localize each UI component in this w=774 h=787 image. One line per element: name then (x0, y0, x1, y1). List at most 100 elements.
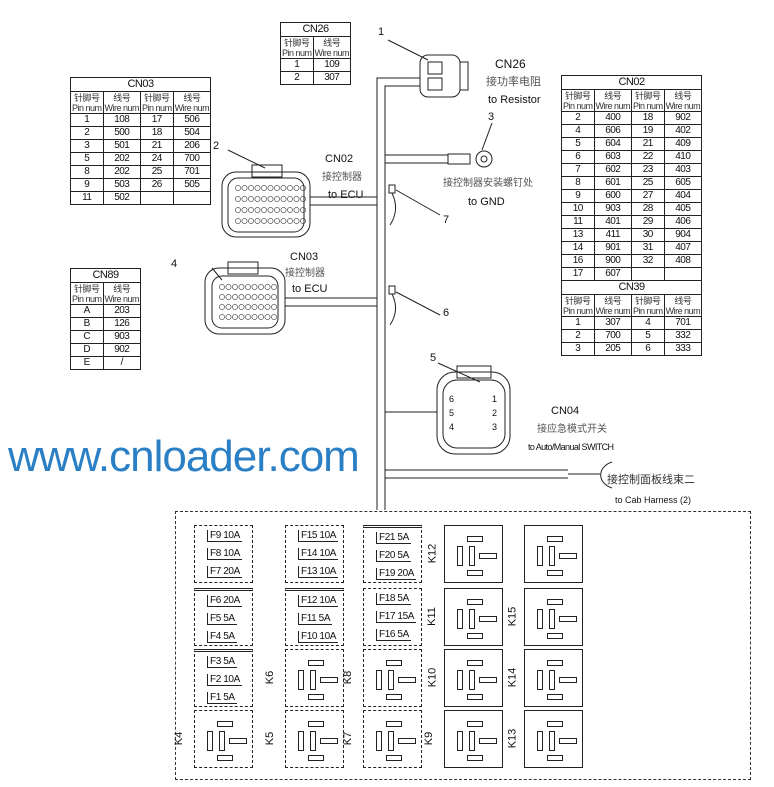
table-cell: 1 (70, 113, 104, 127)
fuse-label[interactable]: F17 15A (376, 611, 417, 623)
relay-pin (479, 616, 497, 622)
relay-pin (479, 677, 497, 683)
fuse-group: F15 10A F14 10A F13 10A (285, 525, 344, 583)
table-cell: 109 (312, 58, 352, 72)
gnd-label-en: to GND (468, 196, 505, 208)
relay-pin (547, 660, 563, 666)
fuse-label[interactable]: F6 20A (207, 595, 242, 607)
relay-socket-k4[interactable] (194, 710, 253, 768)
connector-pin (274, 207, 280, 213)
fuse-label[interactable]: F20 5A (376, 550, 411, 562)
connector-cn04 (436, 371, 511, 455)
connector-pin (274, 196, 280, 202)
connector-cn02 (221, 171, 311, 238)
fuse-label[interactable]: F11 5A (298, 613, 333, 625)
table-cell: 25 (631, 176, 665, 190)
relay-label-k12: K12 (426, 543, 439, 564)
fuse-label[interactable]: F5 5A (207, 613, 237, 625)
fuse-label[interactable]: F9 10A (207, 530, 242, 542)
table-cell: 603 (593, 150, 633, 164)
connector-pin (274, 185, 280, 191)
connector-pin (245, 314, 251, 320)
relay-socket-k8[interactable] (363, 649, 422, 707)
table-cell: 23 (631, 163, 665, 177)
table-cell: 25 (140, 165, 174, 179)
table-cell: 606 (593, 124, 633, 138)
relay-label-k7: K7 (342, 731, 355, 746)
relay-socket-k14[interactable] (524, 649, 583, 707)
connector-pin (235, 196, 241, 202)
table-cell: 203 (102, 304, 142, 318)
relay-socket-k13[interactable] (524, 710, 583, 768)
fuse-group: F21 5A F20 5A F19 20A (363, 525, 422, 583)
relay-socket-k6[interactable] (285, 649, 344, 707)
relay-pin (386, 755, 402, 761)
leader-lines (211, 39, 493, 383)
connector-pin (225, 314, 232, 320)
relay-pin (547, 570, 563, 576)
connector-pin (232, 284, 238, 290)
header-cn: 针脚号 (74, 283, 100, 294)
relay-pin (467, 755, 483, 761)
relay-socket-k11[interactable] (444, 588, 503, 646)
relay-socket[interactable] (524, 525, 583, 583)
header-en: Wire num (665, 100, 701, 111)
relay-pin (467, 536, 483, 542)
fuse-label[interactable]: F7 20A (207, 566, 242, 578)
fuse-label[interactable]: F13 10A (298, 566, 339, 578)
relay-pin (308, 694, 324, 700)
cn04-label-en: to Auto/Manual SWITCH (528, 442, 614, 452)
fuse-label[interactable]: F2 10A (207, 674, 242, 686)
fuse-label[interactable]: F12 10A (298, 595, 339, 607)
cab-label-cn: 接控制面板线束二 (607, 474, 695, 486)
fuse-label[interactable]: F19 20A (376, 568, 417, 580)
relay-socket-k9[interactable] (444, 710, 503, 768)
connector-pin (254, 218, 261, 224)
connector-pin (280, 207, 287, 213)
fuse-label[interactable]: F14 10A (298, 548, 339, 560)
fuse-label[interactable]: F16 5A (376, 629, 411, 641)
callout-7: 7 (443, 214, 450, 226)
connector-pin (254, 207, 261, 213)
table-cell: 903 (102, 330, 142, 344)
table-cell: D (70, 343, 104, 357)
relay-socket-k5[interactable] (285, 710, 344, 768)
fuse-label[interactable]: F8 10A (207, 548, 242, 560)
fuse-label[interactable]: F10 10A (298, 631, 339, 643)
connector-pin (219, 314, 225, 320)
relay-pin (219, 731, 225, 751)
fuse-label[interactable]: F4 5A (207, 631, 237, 643)
header-en: Pin num (563, 305, 593, 316)
relay-socket-k7[interactable] (363, 710, 422, 768)
fuse-label[interactable]: F15 10A (298, 530, 339, 542)
relay-socket-k12[interactable] (444, 525, 503, 583)
relay-pin (310, 670, 316, 690)
table-cell: 403 (663, 163, 703, 177)
relay-socket-k15[interactable] (524, 588, 583, 646)
fuse-label[interactable]: F3 5A (207, 656, 237, 668)
header-en: Wire num (595, 305, 631, 316)
table-cell: 604 (593, 137, 633, 151)
connector-pin (251, 294, 258, 300)
fuse-label[interactable]: F1 5A (207, 692, 237, 704)
connector-pin (232, 304, 238, 310)
connector-pin (274, 218, 280, 224)
fuse-label[interactable]: F21 5A (376, 532, 411, 544)
relay-pin (457, 731, 463, 751)
cn03-label-en: to ECU (292, 283, 328, 295)
fuse-label[interactable]: F18 5A (376, 593, 411, 605)
table-cell: 21 (631, 137, 665, 151)
connector-pin (271, 294, 277, 300)
relay-socket-k10[interactable] (444, 649, 503, 707)
connector-pin (258, 284, 264, 290)
fuse-relay-box: F9 10A F8 10A F7 20A F6 20A F5 5A F4 5A F3 5A F… (173, 511, 751, 780)
